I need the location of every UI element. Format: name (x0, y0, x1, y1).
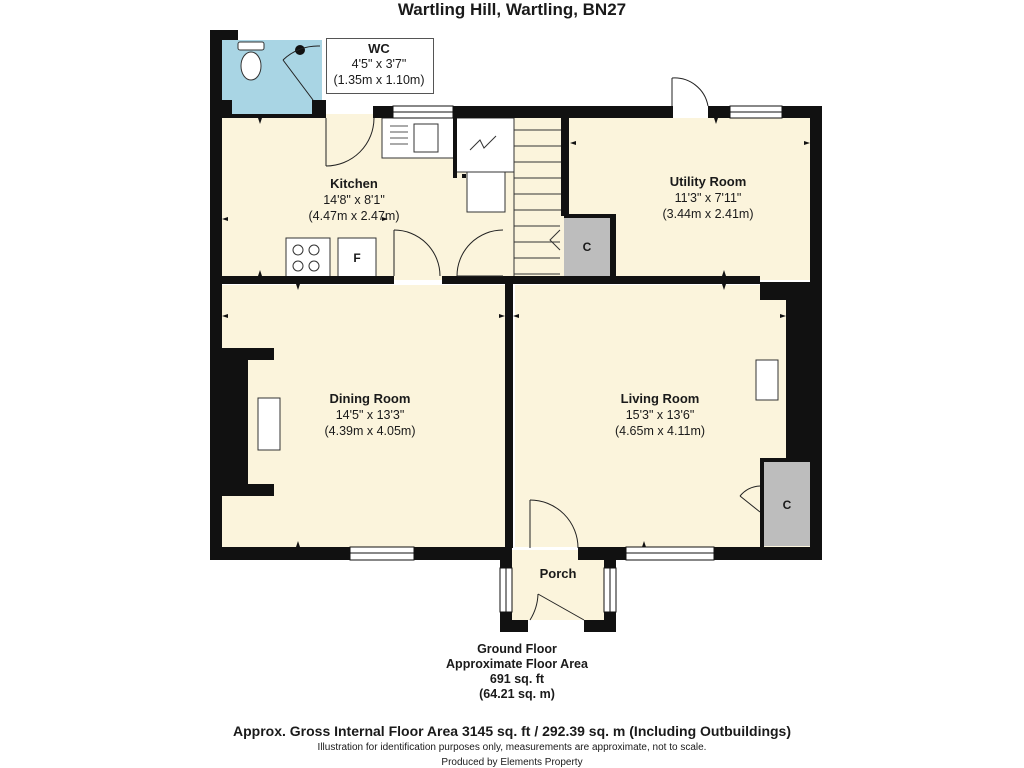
doors (282, 45, 761, 621)
living-room-name: Living Room (620, 391, 700, 406)
living-room-dim-imperial: 15'3" x 13'6" (625, 408, 695, 422)
window-glazing (350, 111, 782, 612)
wc-dim-metric: (1.35m x 1.10m) (333, 73, 425, 87)
wc-floor (222, 40, 322, 114)
dining-room-dim-metric: (4.39m x 4.05m) (324, 424, 416, 438)
cupboard-living (764, 462, 810, 546)
fridge-label: F (353, 251, 361, 265)
utility-room-dim-metric: (3.44m x 2.41m) (662, 207, 754, 221)
utility-room-name: Utility Room (669, 174, 747, 189)
hob (285, 237, 331, 279)
living-hearth (755, 359, 779, 401)
kitchen-dim-imperial: 14'8" x 8'1" (323, 193, 385, 207)
internal-walls (222, 118, 810, 548)
wc-dim-imperial: 4'5" x 3'7" (351, 57, 407, 71)
porch-floor (510, 550, 604, 620)
dining-hearth (257, 397, 281, 451)
wc-basin (295, 45, 305, 55)
staircase (455, 117, 566, 278)
cupboard-label-stairs: C (582, 240, 592, 254)
sink-basin (413, 123, 439, 153)
cupboard-label-living: C (782, 498, 792, 512)
gross-internal-area: Approx. Gross Internal Floor Area 3145 s… (232, 723, 792, 739)
utility-room-dim-imperial: 11'3" x 7'11" (674, 191, 742, 205)
kitchen-name: Kitchen (330, 176, 378, 191)
walls (210, 30, 822, 560)
porch-name: Porch (539, 566, 577, 581)
ground-floor-label: Ground Floor (477, 642, 557, 656)
drainer (390, 125, 408, 145)
porch-walls (500, 548, 616, 632)
plan-title: Wartling Hill, Wartling, BN27 (397, 0, 627, 19)
kitchen-dim-metric: (4.47m x 2.47m) (308, 209, 400, 223)
fridge (337, 237, 377, 279)
living-room-dim-metric: (4.65m x 4.11m) (614, 424, 706, 438)
ground-floor-sq-m: (64.21 sq. m) (479, 687, 555, 701)
cupboard-stairs (564, 216, 610, 278)
producer-credit: Produced by Elements Property (441, 757, 583, 768)
toilet (237, 41, 265, 81)
disclaimer: Illustration for identification purposes… (317, 742, 707, 753)
hob-rings (292, 244, 320, 272)
wc-name: WC (368, 41, 390, 56)
ground-floor-area-label: Approximate Floor Area (446, 657, 588, 671)
wc-label-box (326, 38, 434, 94)
dining-room-name: Dining Room (329, 391, 411, 406)
dining-room-dim-imperial: 14'5" x 13'3" (335, 408, 405, 422)
dimension-arrows (222, 118, 810, 547)
ground-floor-sq-ft: 691 sq. ft (489, 672, 545, 686)
